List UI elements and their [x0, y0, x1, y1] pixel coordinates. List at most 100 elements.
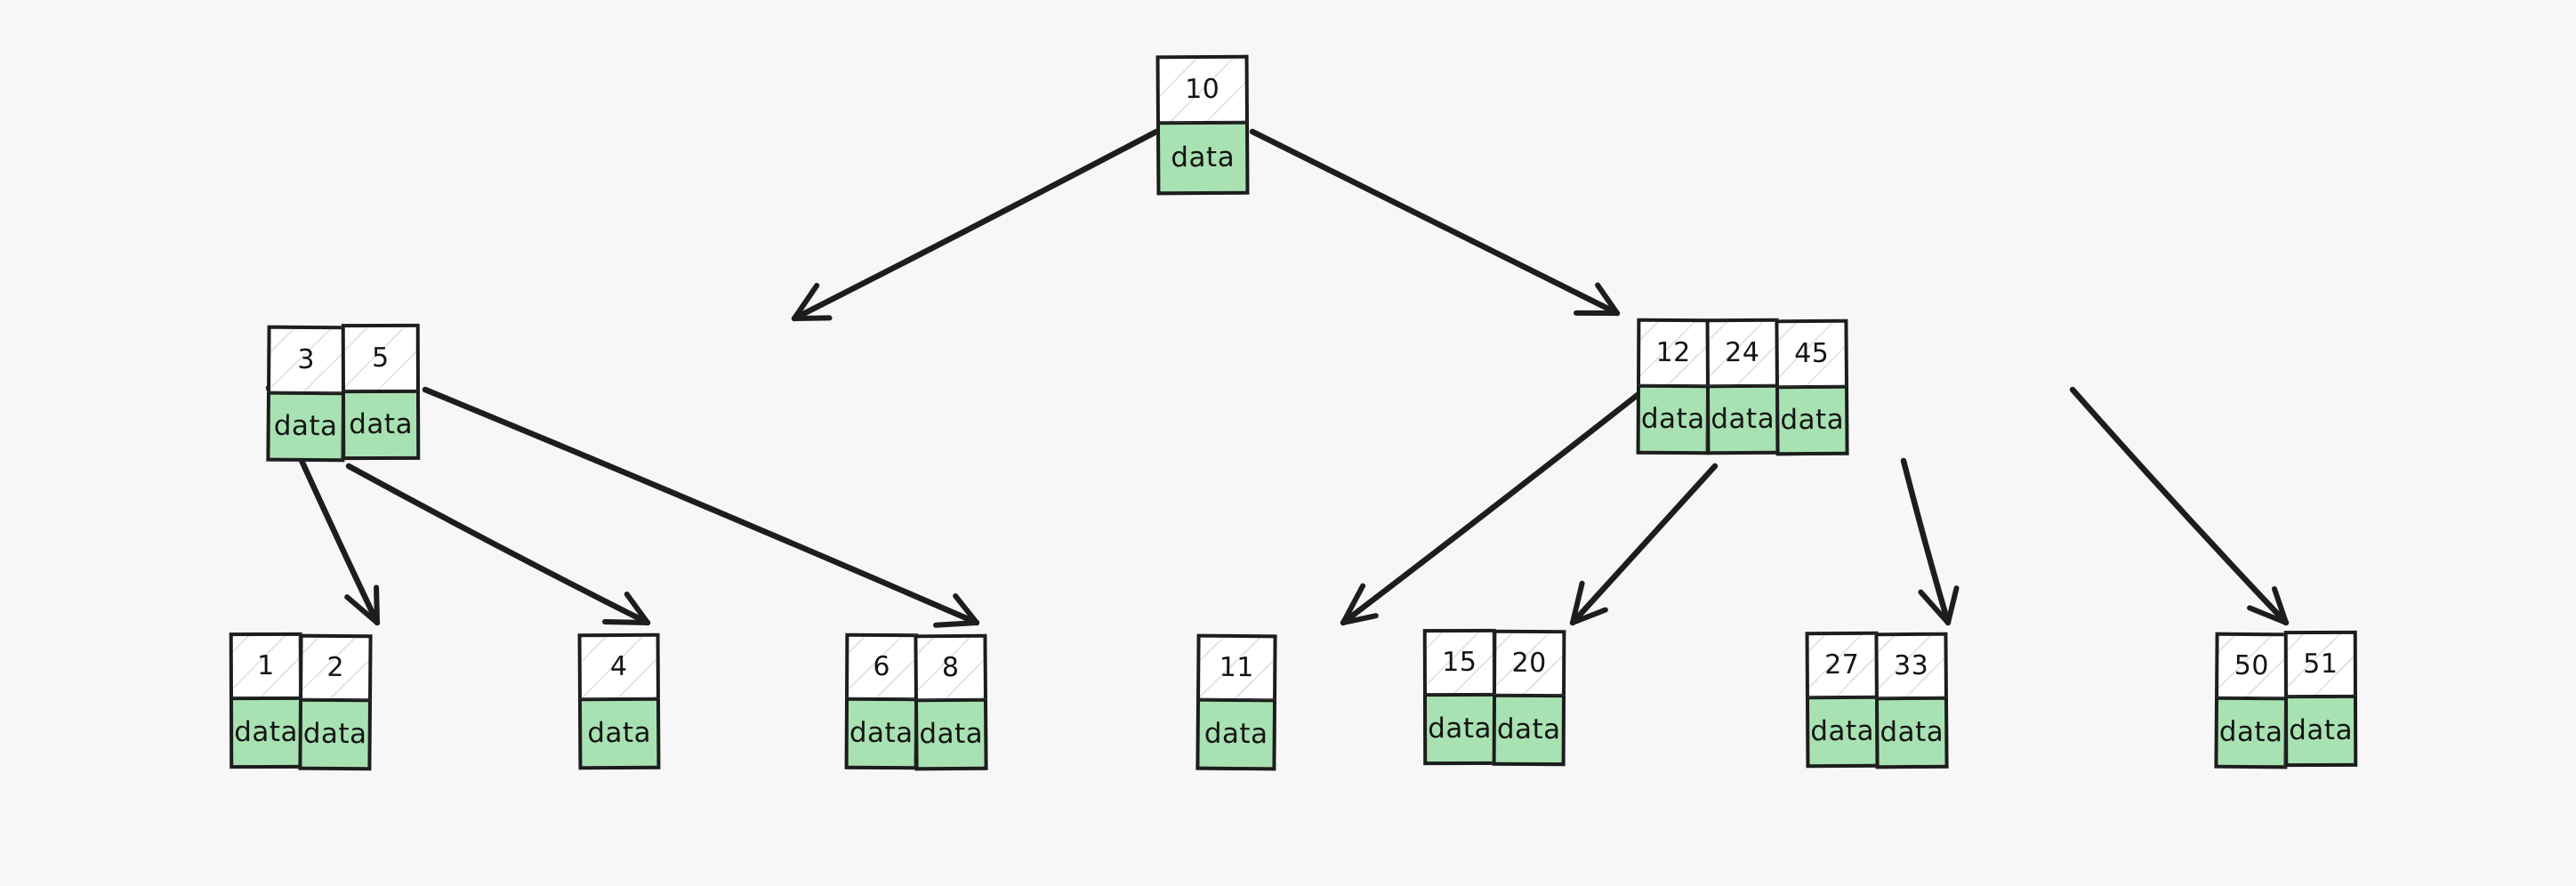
- btree-key-cell: 24: [1705, 318, 1780, 389]
- btree-data-cell: data: [577, 697, 661, 770]
- btree-cell-leaf-1-2-1[interactable]: 2 data: [298, 633, 373, 771]
- btree-cell-leaf-6-8-1[interactable]: 8 data: [914, 633, 988, 771]
- btree-data-label: data: [1203, 717, 1268, 751]
- btree-data-label: data: [1171, 141, 1236, 174]
- btree-data-cell: data: [2214, 697, 2289, 769]
- btree-cell-leaf-4-0[interactable]: 4 data: [577, 632, 661, 770]
- btree-node-leaf-11[interactable]: 11 data: [1195, 633, 1277, 771]
- btree-data-label: data: [1711, 402, 1775, 436]
- btree-node-internal-left[interactable]: 3 data 5 data: [266, 323, 421, 463]
- btree-key-cell: 2: [298, 633, 373, 703]
- btree-cell-leaf-27-33-0[interactable]: 27 data: [1805, 631, 1880, 769]
- btree-cell-leaf-15-20-1[interactable]: 20 data: [1492, 629, 1566, 767]
- btree-key-label: 51: [2303, 648, 2339, 681]
- btree-key-cell: 4: [577, 632, 660, 702]
- btree-cell-internal-right-0[interactable]: 12 data: [1636, 318, 1711, 455]
- btree-node-leaf-4[interactable]: 4 data: [577, 632, 661, 770]
- btree-data-cell: data: [1705, 384, 1780, 455]
- btree-data-label: data: [349, 407, 414, 441]
- btree-data-label: data: [1810, 714, 1875, 748]
- btree-key-cell: 8: [914, 633, 988, 703]
- btree-key-label: 1: [257, 649, 275, 682]
- btree-data-cell: data: [341, 390, 421, 461]
- btree-data-cell: data: [2283, 695, 2358, 768]
- btree-key-cell: 3: [266, 325, 346, 396]
- btree-key-cell: 5: [341, 323, 421, 394]
- btree-key-label: 45: [1793, 337, 1830, 370]
- btree-data-cell: data: [1805, 696, 1880, 769]
- btree-data-label: data: [1640, 402, 1705, 436]
- btree-data-label: data: [273, 409, 338, 443]
- btree-key-label: 10: [1185, 73, 1220, 106]
- btree-key-label: 2: [326, 651, 345, 684]
- btree-key-cell: 10: [1155, 54, 1249, 125]
- btree-node-leaf-50-51[interactable]: 50 data 51 data: [2214, 630, 2358, 769]
- btree-cell-internal-right-2[interactable]: 45 data: [1775, 318, 1849, 456]
- btree-data-label: data: [919, 717, 984, 751]
- btree-cell-internal-left-1[interactable]: 5 data: [341, 323, 421, 461]
- btree-cell-leaf-15-20-0[interactable]: 15 data: [1422, 628, 1497, 766]
- btree-cell-leaf-50-51-0[interactable]: 50 data: [2214, 632, 2289, 769]
- btree-key-label: 3: [297, 343, 316, 376]
- btree-node-root[interactable]: 10 data: [1155, 54, 1250, 196]
- btree-data-label: data: [849, 716, 914, 750]
- btree-key-cell: 1: [229, 632, 302, 701]
- btree-data-cell: data: [914, 698, 988, 771]
- btree-key-cell: 6: [845, 632, 919, 702]
- btree-key-cell: 51: [2283, 630, 2357, 699]
- btree-cell-internal-right-1[interactable]: 24 data: [1705, 318, 1780, 455]
- btree-data-label: data: [1880, 715, 1944, 749]
- btree-key-cell: 11: [1195, 633, 1277, 703]
- btree-key-cell: 50: [2214, 632, 2289, 701]
- btree-data-cell: data: [1636, 384, 1711, 455]
- btree-key-cell: 12: [1636, 318, 1711, 389]
- btree-data-cell: data: [1195, 698, 1277, 771]
- btree-key-cell: 33: [1874, 632, 1949, 701]
- btree-key-label: 33: [1893, 649, 1929, 682]
- btree-cell-internal-left-0[interactable]: 3 data: [266, 325, 346, 463]
- btree-node-leaf-6-8[interactable]: 6 data 8 data: [844, 632, 988, 771]
- btree-cell-root-0[interactable]: 10 data: [1155, 54, 1250, 196]
- btree-data-label: data: [302, 717, 367, 751]
- btree-data-cell: data: [1155, 121, 1250, 196]
- btree-data-label: data: [1780, 403, 1845, 437]
- btree-key-label: 8: [941, 651, 960, 684]
- btree-data-label: data: [1496, 713, 1561, 746]
- btree-cell-leaf-11-0[interactable]: 11 data: [1195, 633, 1277, 771]
- btree-node-leaf-1-2[interactable]: 1 data 2 data: [229, 632, 373, 771]
- btree-data-label: data: [587, 716, 652, 750]
- btree-data-label: data: [2218, 715, 2283, 749]
- btree-key-label: 11: [1219, 651, 1255, 684]
- btree-node-leaf-27-33[interactable]: 27 data 33 data: [1805, 631, 1949, 769]
- btree-cell-leaf-27-33-1[interactable]: 33 data: [1874, 632, 1949, 769]
- btree-key-label: 24: [1725, 336, 1760, 369]
- btree-key-cell: 27: [1805, 631, 1879, 700]
- btree-data-cell: data: [229, 697, 303, 769]
- btree-key-label: 6: [873, 650, 891, 683]
- btree-data-label: data: [234, 715, 299, 749]
- btree-key-cell: 45: [1775, 318, 1849, 390]
- btree-data-cell: data: [844, 697, 919, 770]
- btree-data-cell: data: [1492, 694, 1566, 767]
- btree-key-label: 5: [372, 342, 390, 375]
- btree-key-cell: 20: [1493, 629, 1566, 698]
- btree-cell-leaf-1-2-0[interactable]: 1 data: [229, 632, 303, 769]
- btree-key-label: 50: [2234, 649, 2270, 682]
- btree-data-label: data: [1428, 712, 1493, 745]
- btree-cell-leaf-6-8-0[interactable]: 6 data: [844, 632, 919, 770]
- btree-data-label: data: [2289, 713, 2354, 747]
- btree-data-cell: data: [1874, 697, 1949, 769]
- btree-key-label: 20: [1511, 647, 1547, 680]
- btree-data-cell: data: [298, 698, 373, 771]
- btree-data-cell: data: [266, 391, 346, 463]
- btree-cell-leaf-50-51-1[interactable]: 51 data: [2283, 630, 2358, 768]
- btree-key-label: 27: [1824, 648, 1860, 681]
- btree-key-label: 4: [609, 650, 628, 683]
- btree-data-cell: data: [1775, 385, 1849, 456]
- btree-data-cell: data: [1422, 693, 1497, 766]
- btree-key-cell: 15: [1422, 628, 1496, 697]
